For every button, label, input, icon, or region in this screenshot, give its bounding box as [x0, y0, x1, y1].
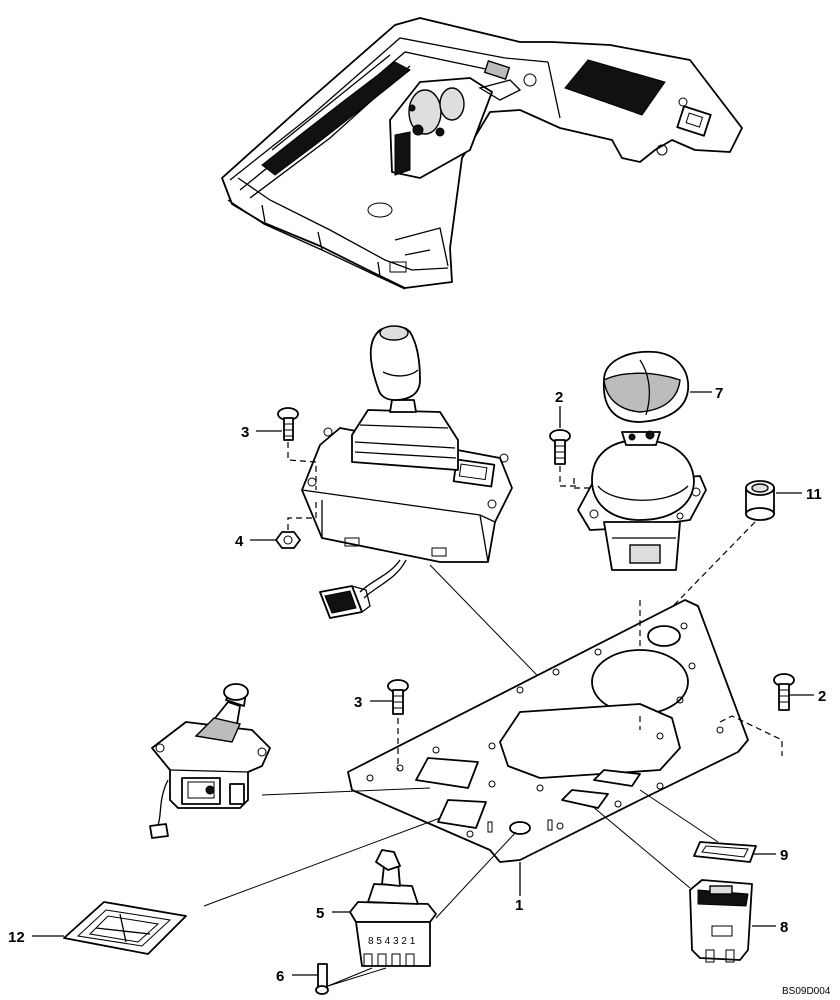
leader-lines — [32, 391, 814, 976]
pilot-joystick — [573, 350, 707, 571]
bolt-3-lower — [387, 679, 409, 715]
callout-1: 1 — [515, 897, 523, 914]
mounting-plate — [347, 599, 783, 863]
callout-4: 4 — [235, 533, 244, 550]
callout-2-lower: 2 — [818, 688, 826, 705]
lever-switch — [149, 683, 431, 839]
pin-6 — [315, 963, 387, 995]
switch-pin-marks: 8 5 4 3 2 1 — [368, 936, 416, 947]
callout-7: 7 — [715, 385, 723, 402]
main-joystick — [301, 325, 599, 739]
callout-2-upper: 2 — [555, 389, 563, 406]
callout-3-upper: 3 — [241, 424, 249, 441]
callout-12: 12 — [8, 929, 25, 946]
plug-11 — [639, 480, 775, 641]
cover-plate-12 — [63, 817, 441, 955]
nut-4 — [275, 500, 317, 549]
bolt-2-upper — [549, 429, 578, 487]
bolt-3-upper — [277, 407, 317, 490]
callout-5: 5 — [316, 905, 324, 922]
callout-11: 11 — [806, 486, 822, 503]
bolt-2-lower — [773, 673, 795, 711]
rocker-switch-8 — [591, 805, 753, 963]
callout-9: 9 — [780, 847, 788, 864]
callout-8: 8 — [780, 919, 788, 936]
seal-9 — [639, 789, 757, 863]
console-housing — [221, 17, 743, 290]
callouts: 3 4 3 2 7 11 2 1 9 8 5 12 6 — [8, 385, 826, 985]
drawing-code: BS09D004 — [782, 986, 831, 997]
toggle-switch-5: 8 5 4 3 2 1 — [349, 831, 517, 967]
callout-3-lower: 3 — [354, 694, 362, 711]
callout-6: 6 — [276, 968, 284, 985]
